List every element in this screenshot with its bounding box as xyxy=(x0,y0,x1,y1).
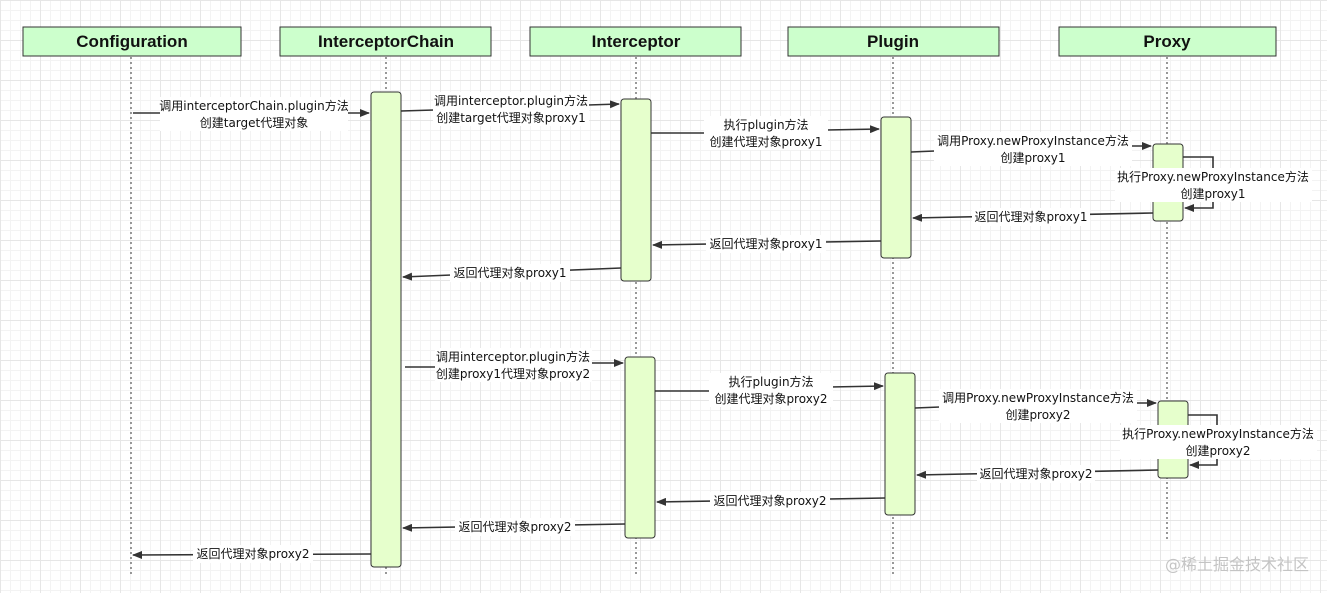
message-label-line: 创建proxy1 xyxy=(1000,151,1065,165)
message-m10: 执行plugin方法 创建代理对象proxy2 xyxy=(655,373,884,407)
message-label-line: 返回代理对象proxy2 xyxy=(713,494,826,508)
message-m11: 调用Proxy.newProxyInstance方法 创建proxy2 xyxy=(914,389,1157,423)
activation-interceptor-chain xyxy=(370,91,402,568)
participant-interceptor[interactable]: Interceptor xyxy=(529,26,742,57)
message-m6: 返回代理对象proxy1 xyxy=(912,208,1154,226)
message-label-line: 创建target代理对象proxy1 xyxy=(436,111,586,125)
message-label-line: 执行Proxy.newProxyInstance方法 xyxy=(1117,169,1309,184)
message-label-line: 创建代理对象proxy1 xyxy=(709,135,822,149)
message-label-line: 创建proxy2 xyxy=(1005,408,1070,422)
message-label-line: 执行plugin方法 xyxy=(723,117,808,132)
message-label-line: 执行plugin方法 xyxy=(728,374,813,389)
message-m4: 调用Proxy.newProxyInstance方法 创建proxy1 xyxy=(910,132,1152,166)
message-label-line: 调用Proxy.newProxyInstance方法 xyxy=(937,133,1129,148)
message-label-line: 创建proxy1 xyxy=(1180,187,1245,201)
message-label-line: 调用interceptorChain.plugin方法 xyxy=(159,98,348,113)
message-label-line: 返回代理对象proxy2 xyxy=(196,547,309,561)
watermark: @稀土掘金技术社区 xyxy=(1164,555,1309,574)
message-m7: 返回代理对象proxy1 xyxy=(652,235,882,253)
participant-label: InterceptorChain xyxy=(318,32,454,51)
message-m8: 返回代理对象proxy1 xyxy=(402,264,622,282)
message-m12: 执行Proxy.newProxyInstance方法 创建proxy2 xyxy=(1120,414,1317,469)
message-label-line: 返回代理对象proxy1 xyxy=(453,266,566,280)
participant-proxy[interactable]: Proxy xyxy=(1058,26,1277,57)
activation-interceptor-2 xyxy=(624,356,656,539)
participant-label: Proxy xyxy=(1143,32,1191,51)
message-m2: 调用interceptor.plugin方法 创建target代理对象proxy… xyxy=(400,92,620,126)
participant-label: Plugin xyxy=(867,32,919,51)
message-label-line: 返回代理对象proxy1 xyxy=(709,237,822,251)
message-label-line: 返回代理对象proxy2 xyxy=(458,520,571,534)
message-m14: 返回代理对象proxy2 xyxy=(656,492,886,510)
message-label-line: 创建target代理对象 xyxy=(200,116,309,130)
activation-interceptor-1 xyxy=(620,98,652,282)
activation-plugin-1 xyxy=(880,116,912,259)
participant-interceptor-chain[interactable]: InterceptorChain xyxy=(279,26,492,57)
message-label-line: 返回代理对象proxy1 xyxy=(974,210,1087,224)
message-label-line: 创建代理对象proxy2 xyxy=(714,392,827,406)
message-m13: 返回代理对象proxy2 xyxy=(916,465,1159,483)
message-m16: 返回代理对象proxy2 xyxy=(132,545,372,563)
participant-label: Configuration xyxy=(76,32,187,51)
message-m3: 执行plugin方法 创建代理对象proxy1 xyxy=(651,116,880,150)
activation-plugin-2 xyxy=(884,372,916,516)
message-m1: 调用interceptorChain.plugin方法 创建target代理对象 xyxy=(133,97,370,131)
message-label-line: 调用Proxy.newProxyInstance方法 xyxy=(942,390,1134,405)
message-m9: 调用interceptor.plugin方法 创建proxy1代理对象proxy… xyxy=(405,348,624,382)
participant-plugin[interactable]: Plugin xyxy=(787,26,1000,57)
participant-label: Interceptor xyxy=(592,32,681,51)
message-m15: 返回代理对象proxy2 xyxy=(402,518,626,536)
message-label-line: 调用interceptor.plugin方法 xyxy=(434,93,588,108)
message-label-line: 创建proxy1代理对象proxy2 xyxy=(436,367,590,381)
message-label-line: 创建proxy2 xyxy=(1185,444,1250,458)
activations xyxy=(370,91,1189,568)
participant-configuration[interactable]: Configuration xyxy=(22,26,242,57)
message-label-line: 返回代理对象proxy2 xyxy=(979,467,1092,481)
message-label-line: 调用interceptor.plugin方法 xyxy=(436,349,590,364)
message-label-line: 执行Proxy.newProxyInstance方法 xyxy=(1122,426,1314,441)
message-m5: 执行Proxy.newProxyInstance方法 创建proxy1 xyxy=(1115,156,1312,212)
